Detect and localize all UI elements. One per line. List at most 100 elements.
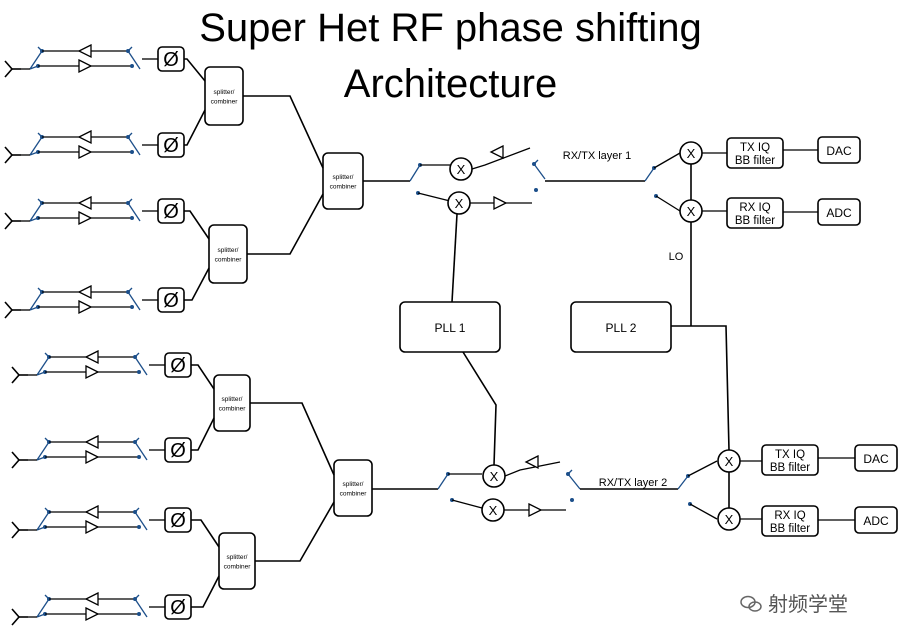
splitter-label-line1: splitter/ bbox=[227, 554, 248, 561]
splitter-label-line2: combiner bbox=[219, 406, 247, 413]
dac-block-label: DAC bbox=[863, 452, 889, 466]
splitter-combiner-box bbox=[333, 459, 373, 517]
amplifier-triangle-icon bbox=[85, 606, 100, 622]
pll-1-block: PLL 1 bbox=[399, 301, 501, 353]
amplifier-triangle-icon bbox=[524, 454, 539, 470]
switch-icon bbox=[29, 46, 44, 70]
slide-title: Super Het RF phase shifting Architecture bbox=[0, 0, 901, 112]
dac-block-box bbox=[854, 444, 898, 472]
amplifier-triangle-icon bbox=[493, 195, 508, 211]
bb-filter-label-line1: TX IQ bbox=[775, 449, 805, 461]
splitter-label-line2: combiner bbox=[211, 99, 239, 106]
phase-shifter: Ø bbox=[164, 352, 192, 378]
rxtx-layer1-label: RX/TX layer 1 bbox=[563, 150, 631, 162]
bb-filter-label-line2: BB filter bbox=[770, 523, 810, 535]
bb-filter-label-line1: RX IQ bbox=[774, 510, 805, 522]
splitter-combiner-box bbox=[204, 66, 244, 126]
splitter-combiner: splitter/combiner bbox=[208, 224, 248, 284]
mixer-icon: X bbox=[717, 449, 741, 473]
switch-icon bbox=[29, 287, 44, 311]
amplifier-triangle-icon bbox=[85, 519, 100, 535]
phase-shifter-symbol: Ø bbox=[170, 440, 186, 462]
mixer-label: X bbox=[725, 512, 734, 527]
bb-filter-box bbox=[761, 444, 819, 476]
amplifier-triangle-icon bbox=[84, 504, 99, 520]
amplifier-triangle-icon bbox=[77, 129, 92, 145]
rf-channel: Ø bbox=[11, 434, 192, 469]
rf-channel: Ø bbox=[11, 504, 192, 539]
phase-shifter-symbol: Ø bbox=[170, 597, 186, 619]
rf-channel: Ø bbox=[4, 195, 185, 230]
splitter-label-line1: splitter/ bbox=[218, 247, 239, 254]
wechat-logo-icon bbox=[740, 595, 762, 612]
amplifier-triangle-icon bbox=[78, 299, 93, 315]
amplifier-triangle-icon bbox=[78, 144, 93, 160]
rf-channel: Ø bbox=[11, 349, 192, 384]
dac-block: DAC bbox=[817, 136, 861, 164]
splitter-combiner: splitter/combiner bbox=[218, 532, 256, 590]
phase-shifter: Ø bbox=[164, 437, 192, 463]
phase-shifter: Ø bbox=[157, 198, 185, 224]
antenna-icon bbox=[4, 301, 21, 319]
mixer-label: X bbox=[725, 454, 734, 469]
dac-block: DAC bbox=[854, 444, 898, 472]
bb-filter-label-line2: BB filter bbox=[770, 462, 810, 474]
bb-filter-box bbox=[726, 197, 784, 229]
watermark: 射频学堂 bbox=[740, 588, 848, 617]
phase-shifter: Ø bbox=[157, 132, 185, 158]
splitter-combiner-box bbox=[213, 374, 251, 432]
splitter-combiner: splitter/combiner bbox=[213, 374, 251, 432]
rf-channel: Ø bbox=[4, 284, 185, 319]
switch-icon bbox=[126, 198, 141, 222]
amplifier-triangle-icon bbox=[528, 502, 543, 518]
switch-icon bbox=[36, 352, 51, 376]
mixer-icon: X bbox=[679, 141, 703, 165]
mixer-icon: X bbox=[679, 199, 703, 223]
switch-icon bbox=[126, 132, 141, 156]
splitter-label-line2: combiner bbox=[224, 564, 252, 571]
mixer-icon: X bbox=[481, 498, 505, 522]
amplifier-triangle-icon bbox=[78, 58, 93, 74]
phase-shifter: Ø bbox=[164, 507, 192, 533]
phase-shifter-symbol: Ø bbox=[170, 355, 186, 377]
amplifier-triangle-icon bbox=[84, 591, 99, 607]
bb-filter-box bbox=[761, 505, 819, 537]
splitter-label-line1: splitter/ bbox=[333, 174, 354, 181]
pll-1-label: PLL 1 bbox=[435, 321, 466, 335]
splitter-label-line2: combiner bbox=[340, 491, 368, 498]
splitter-label-line1: splitter/ bbox=[222, 396, 243, 403]
amplifier-triangle-icon bbox=[85, 449, 100, 465]
mixer-label: X bbox=[687, 204, 696, 219]
splitter-combiner-box bbox=[218, 532, 256, 590]
amplifier-triangle-icon bbox=[84, 434, 99, 450]
splitter-combiner: splitter/combiner bbox=[322, 152, 364, 210]
rxtx-layer2-label: RX/TX layer 2 bbox=[599, 477, 667, 489]
dac-block-box bbox=[817, 136, 861, 164]
phase-shifter: Ø bbox=[157, 46, 185, 72]
mixer-label: X bbox=[457, 162, 466, 177]
amplifier-triangle-icon bbox=[84, 349, 99, 365]
antenna-icon bbox=[4, 60, 21, 78]
phase-shifter-symbol: Ø bbox=[170, 510, 186, 532]
mixer-label: X bbox=[687, 146, 696, 161]
antenna-icon bbox=[11, 366, 28, 384]
amplifier-triangle-icon bbox=[77, 43, 92, 59]
mixer-label: X bbox=[490, 469, 499, 484]
switch-icon bbox=[126, 46, 141, 70]
adc-block-box bbox=[854, 506, 898, 534]
splitter-combiner: splitter/combiner bbox=[204, 66, 244, 126]
pll-1-box bbox=[399, 301, 501, 353]
antenna-icon bbox=[4, 146, 21, 164]
bb-filter-label-line1: TX IQ bbox=[740, 142, 770, 154]
splitter-combiner-box bbox=[208, 224, 248, 284]
adc-block-label: ADC bbox=[863, 514, 889, 528]
switch-icon bbox=[133, 352, 148, 376]
splitter-label-line1: splitter/ bbox=[214, 89, 235, 96]
adc-block: ADC bbox=[817, 198, 861, 226]
adc-block-label: ADC bbox=[826, 206, 852, 220]
